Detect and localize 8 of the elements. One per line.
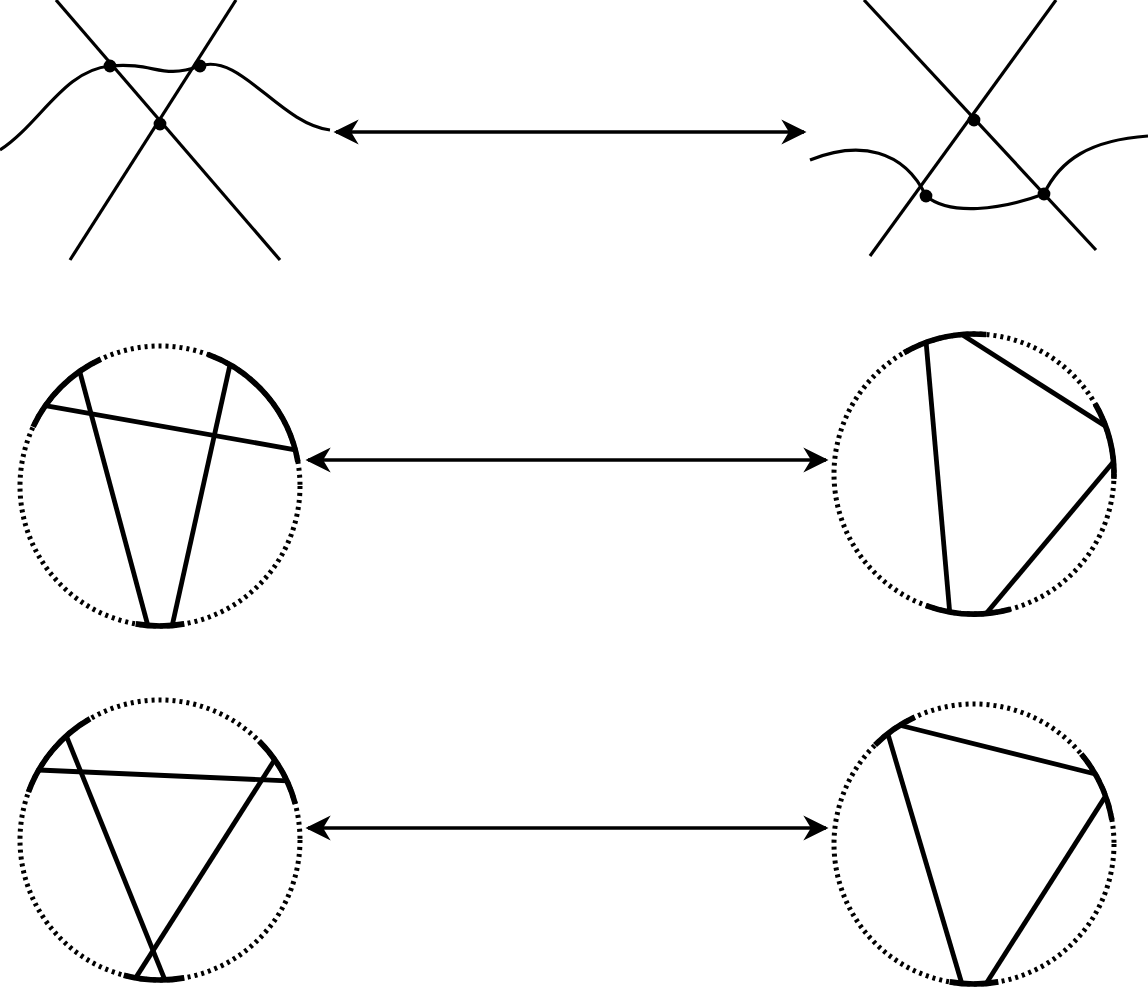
chord-diagram-drawing bbox=[16, 342, 304, 630]
chord-diagram-drawing bbox=[830, 700, 1118, 988]
double-arrow bbox=[333, 119, 807, 145]
chord-diagram-drawing bbox=[830, 330, 1118, 618]
double-arrow bbox=[305, 447, 829, 473]
double-arrow bbox=[305, 815, 829, 841]
chord-diagram-drawing bbox=[16, 696, 304, 984]
crossing-diagram-drawing bbox=[0, 0, 332, 264]
